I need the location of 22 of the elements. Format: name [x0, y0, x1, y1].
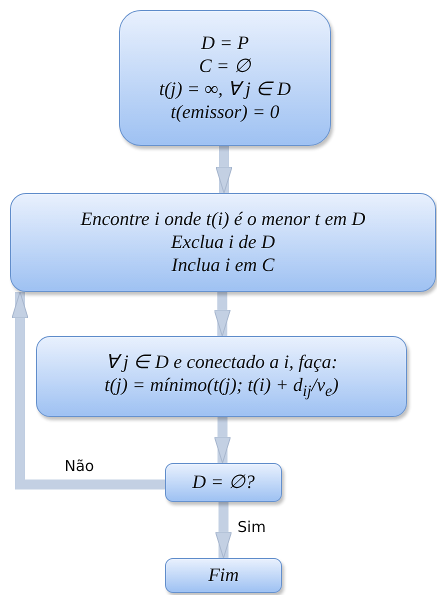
formula-text: t(j) = mínimo(t(j); t(i) + d$_{ij}$/v$_{e}$) [104, 374, 339, 402]
formula-text: t(emissor) = 0 [170, 101, 280, 124]
block-arrow [216, 146, 232, 194]
formula-text: t(j) = ∞, ∀ j ∈ D [159, 78, 291, 101]
process-box [36, 336, 407, 417]
formula-text: D = ∅? [192, 471, 255, 494]
block-arrow [214, 292, 231, 336]
formula-text: Encontre i onde t(i) é o menor t em D [80, 208, 366, 231]
edge-label: Não [62, 456, 96, 474]
formula-text: Fim [208, 564, 239, 587]
block-arrow [214, 417, 231, 464]
block-arrow [215, 502, 232, 558]
formula-text: Exclua i de D [171, 231, 275, 254]
block-arrow [12, 292, 165, 490]
formula-text: ∀ j ∈ D e conectado a i, faça: [105, 350, 338, 374]
formula-text: Inclua i em C [172, 254, 274, 277]
process-box [119, 10, 331, 146]
formula-text: C = ∅ [199, 55, 251, 78]
formula-text: D = P [201, 32, 249, 55]
process-box [10, 193, 436, 292]
decision-box [165, 463, 282, 502]
end-box [165, 558, 282, 593]
